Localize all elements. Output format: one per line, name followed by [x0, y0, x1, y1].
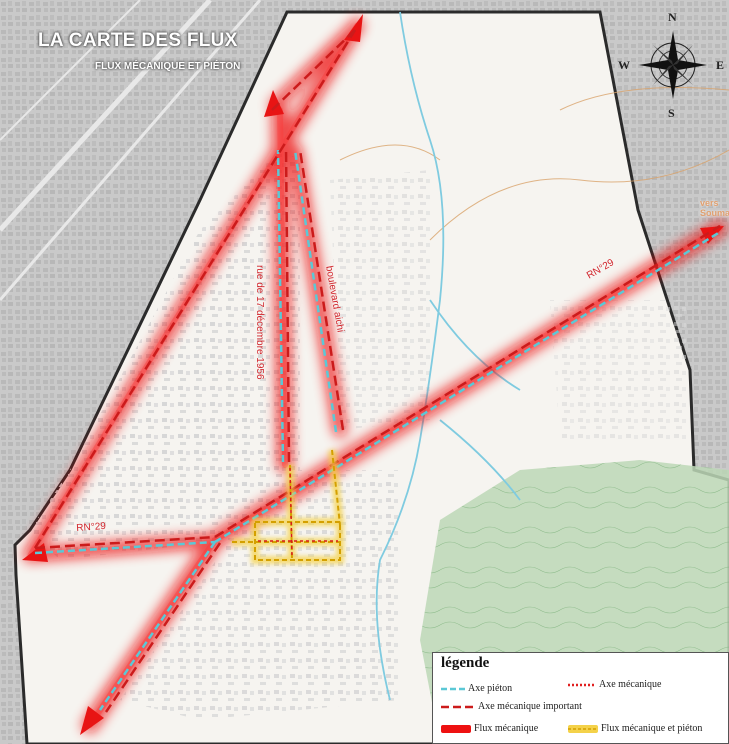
important-mechanical-axis-symbol [441, 705, 475, 708]
mechanical-flux-symbol [441, 724, 471, 733]
legend-label-flux-mecanique: Flux mécanique [474, 723, 539, 734]
outer-road-diagonal-3 [0, 0, 141, 141]
outer-road-diagonal-2 [0, 0, 262, 301]
outer-road-diagonal [0, 0, 212, 232]
flux-rn29-east [207, 220, 728, 548]
compass-east: E [716, 58, 725, 72]
compass-south: S [668, 106, 675, 120]
legend-item-flux-mecanique-pieton: Flux mécanique et piéton [568, 723, 702, 734]
legend-label-axe-mecanique-important: Axe mécanique important [478, 701, 582, 712]
legend-item-axe-mecanique: Axe mécanique [568, 679, 661, 690]
legend-label-axe-mecanique: Axe mécanique [599, 679, 662, 690]
pedestrian-axes [34, 149, 721, 711]
mechanical-pedestrian-flux [232, 449, 344, 564]
mechanical-pedestrian-flux-symbol [568, 724, 598, 733]
compass-north: N [668, 10, 677, 24]
legend-item-axe-pieton: Axe piéton [441, 683, 512, 694]
compass-west: W [618, 58, 630, 72]
mechanical-axis-symbol [568, 683, 596, 686]
map-title: LA CARTE DES FLUX [38, 30, 238, 51]
place-label-line-1: vers [700, 198, 719, 208]
arrow-north-branch [264, 90, 284, 117]
legend-item-axe-mecanique-important: Axe mécanique important [441, 701, 582, 712]
rivers [375, 11, 521, 701]
place-label-line-2: Soumaa [700, 208, 729, 218]
contour-lines [339, 87, 729, 241]
road-label-rn29-west: RN°29 [76, 520, 107, 534]
map-subtitle: FLUX MÉCANIQUE ET PIÉTON [95, 61, 241, 72]
legend-item-flux-mecanique: Flux mécanique [441, 723, 538, 734]
legend-label-flux-mecanique-pieton: Flux mécanique et piéton [601, 723, 703, 734]
flux-rue-17-decembre [272, 102, 293, 473]
legend-label-axe-pieton: Axe piéton [468, 683, 513, 694]
flux-north-branch [269, 19, 363, 111]
legend-title: légende [441, 655, 490, 671]
place-label-soumaa: vers Soumaa [700, 198, 729, 218]
road-label-rue-17-decembre: rue de 17 décembre 1956 [254, 265, 265, 380]
pedestrian-axis-symbol [441, 687, 465, 690]
important-mechanical-axes [33, 29, 721, 713]
legend-box: légende Axe piéton Axe mécanique Axe méc… [432, 652, 729, 744]
arrow-south [80, 706, 104, 735]
compass-rose [639, 31, 707, 99]
